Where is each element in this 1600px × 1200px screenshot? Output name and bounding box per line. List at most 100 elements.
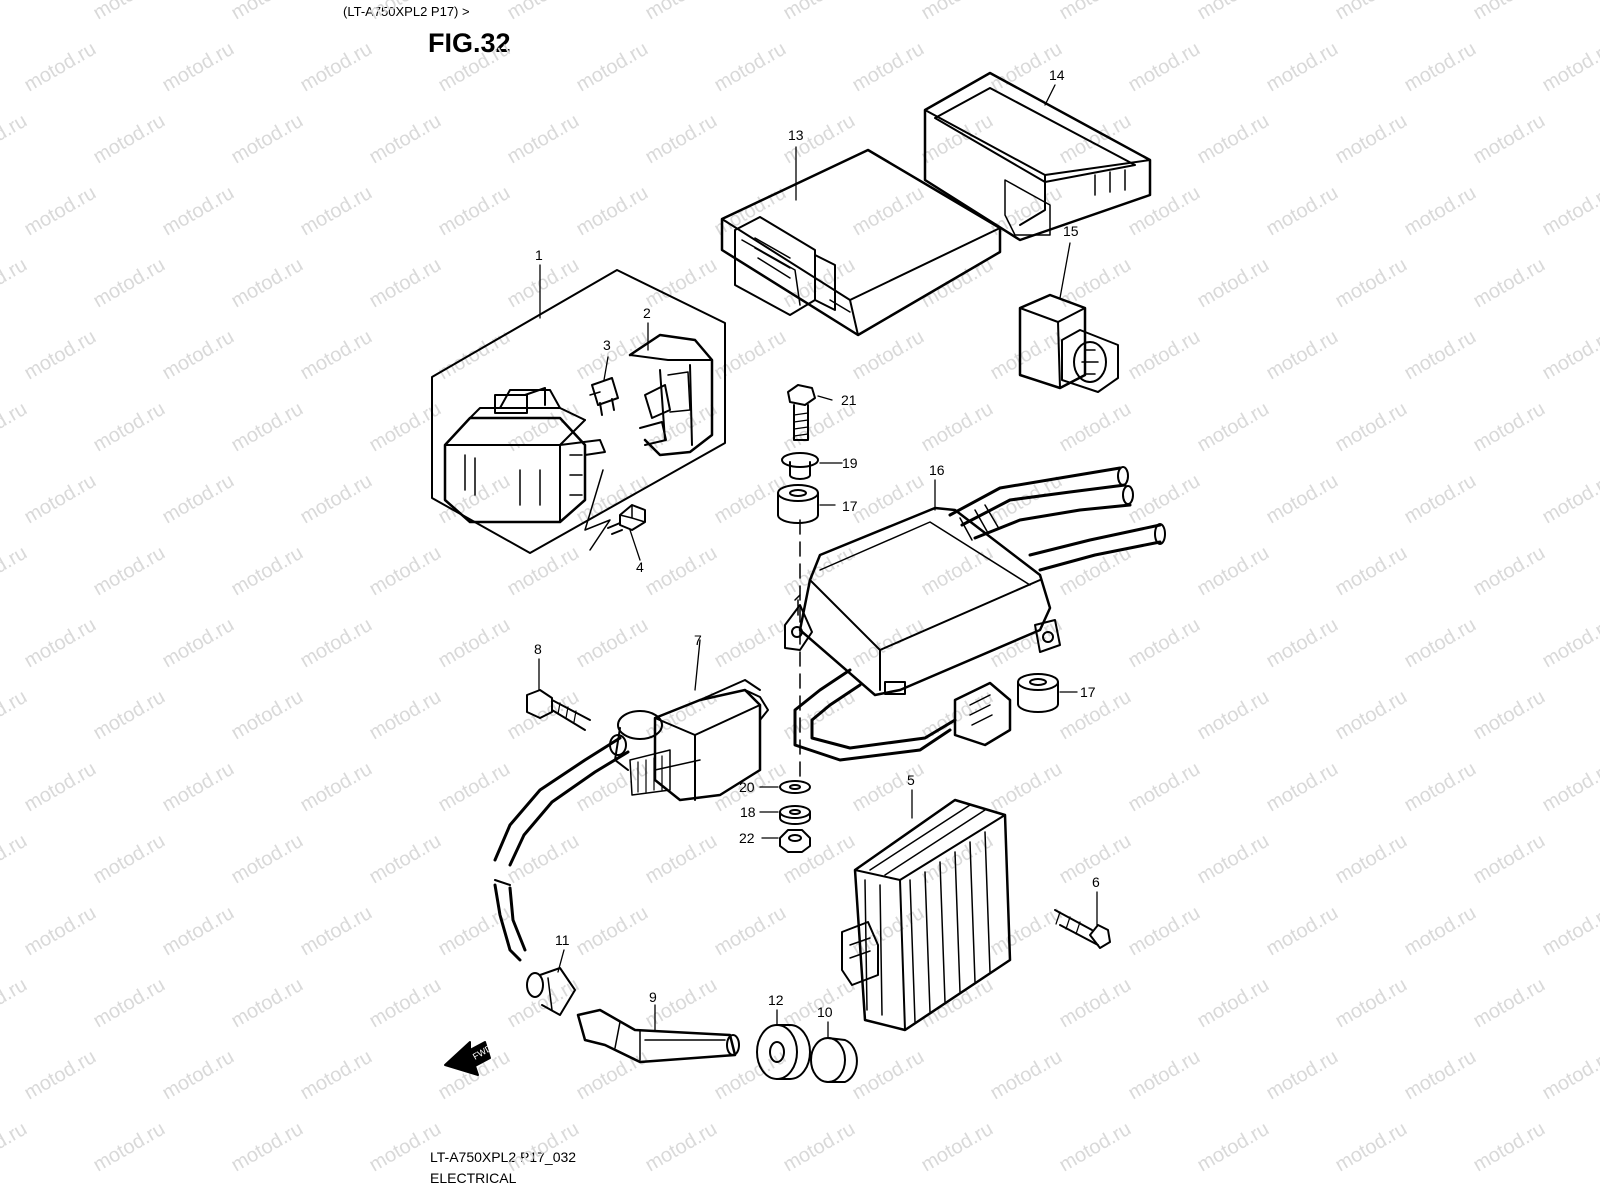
watermark-text: motod.ru xyxy=(297,38,376,97)
watermark-text: motod.ru xyxy=(504,110,583,169)
watermark-text: motod.ru xyxy=(573,902,652,961)
watermark-text: motod.ru xyxy=(366,1118,445,1177)
callout-9: 9 xyxy=(649,989,657,1005)
watermark-text: motod.ru xyxy=(849,614,928,673)
bolt-part-6 xyxy=(1054,909,1111,949)
watermark-text: motod.ru xyxy=(1401,902,1480,961)
watermark-text: motod.ru xyxy=(918,398,997,457)
watermark-text: motod.ru xyxy=(297,182,376,241)
watermark-text: motod.ru xyxy=(228,110,307,169)
watermark-text: motod.ru xyxy=(21,182,100,241)
grommet-part-17-lower xyxy=(1017,673,1059,713)
washer-part-20 xyxy=(779,780,811,794)
watermark-text: motod.ru xyxy=(21,38,100,97)
watermark-text: motod.ru xyxy=(366,974,445,1033)
watermark-text: motod.ru xyxy=(1470,254,1549,313)
watermark-text: motod.ru xyxy=(780,542,859,601)
watermark-text: motod.ru xyxy=(0,974,31,1033)
watermark-text: motod.ru xyxy=(435,38,514,97)
watermark-text: motod.ru xyxy=(1125,38,1204,97)
watermark-text: motod.ru xyxy=(21,470,100,529)
callout-14: 14 xyxy=(1049,67,1065,83)
callout-19: 19 xyxy=(842,455,858,471)
watermark-text: motod.ru xyxy=(1401,758,1480,817)
callout-7: 7 xyxy=(694,632,702,648)
watermark-text: motod.ru xyxy=(1401,1046,1480,1105)
watermark-text: motod.ru xyxy=(987,326,1066,385)
watermark-text: motod.ru xyxy=(0,830,31,889)
watermark-text: motod.ru xyxy=(90,1118,169,1177)
watermark-text: motod.ru xyxy=(1263,182,1342,241)
watermark-text: motod.ru xyxy=(504,686,583,745)
bolt-part-8 xyxy=(526,689,591,731)
screw-part-4 xyxy=(607,504,646,535)
watermark-text: motod.ru xyxy=(1194,686,1273,745)
watermark-text: motod.ru xyxy=(642,830,721,889)
watermark-text: motod.ru xyxy=(1470,542,1549,601)
cap-part-10 xyxy=(810,1037,858,1083)
watermark-text: motod.ru xyxy=(1401,326,1480,385)
watermark-text: motod.ru xyxy=(228,398,307,457)
watermark-text: motod.ru xyxy=(1263,326,1342,385)
watermark-text: motod.ru xyxy=(1470,830,1549,889)
callout-22: 22 xyxy=(739,830,755,846)
watermark-text: motod.ru xyxy=(1056,974,1135,1033)
spark-plug-cap-part-9 xyxy=(576,1008,740,1064)
watermark-text: motod.ru xyxy=(642,110,721,169)
watermark-text: motod.ru xyxy=(780,0,859,24)
watermark-text: motod.ru xyxy=(1539,1046,1600,1105)
watermark-text: motod.ru xyxy=(987,758,1066,817)
watermark-text: motod.ru xyxy=(504,0,583,24)
callout-12: 12 xyxy=(768,992,784,1008)
watermark-text: motod.ru xyxy=(297,614,376,673)
watermark-text: motod.ru xyxy=(0,110,31,169)
watermark-text: motod.ru xyxy=(228,830,307,889)
watermark-text: motod.ru xyxy=(1263,38,1342,97)
relay-cover-part-2 xyxy=(628,333,714,457)
watermark-text: motod.ru xyxy=(1056,254,1135,313)
watermark-text: motod.ru xyxy=(711,326,790,385)
watermark-text: motod.ru xyxy=(849,38,928,97)
watermark-text: motod.ru xyxy=(504,830,583,889)
watermark-text: motod.ru xyxy=(1470,398,1549,457)
figure-title: FIG.32 xyxy=(428,28,511,58)
callout-11: 11 xyxy=(555,932,570,948)
watermark-text: motod.ru xyxy=(1194,974,1273,1033)
watermark-text: motod.ru xyxy=(21,758,100,817)
fwd-direction-arrow: FWD xyxy=(444,1041,494,1076)
watermark-text: motod.ru xyxy=(90,542,169,601)
watermark-text: motod.ru xyxy=(573,38,652,97)
watermark-text: motod.ru xyxy=(90,686,169,745)
watermark-text: motod.ru xyxy=(1539,182,1600,241)
watermark-text: motod.ru xyxy=(366,0,445,24)
callout-4: 4 xyxy=(636,559,644,575)
watermark-text: motod.ru xyxy=(1401,614,1480,673)
model-tag: (LT-A750XPL2 P17) > xyxy=(343,4,470,19)
watermark-text: motod.ru xyxy=(1539,614,1600,673)
watermark-text: motod.ru xyxy=(1539,470,1600,529)
watermark-text: motod.ru xyxy=(1125,614,1204,673)
watermark-text: motod.ru xyxy=(228,542,307,601)
ecm-case-part-14 xyxy=(923,71,1152,242)
watermark-text: motod.ru xyxy=(90,254,169,313)
watermark-text: motod.ru xyxy=(228,974,307,1033)
watermark-text: motod.ru xyxy=(1470,110,1549,169)
watermark-text: motod.ru xyxy=(504,254,583,313)
watermark-text: motod.ru xyxy=(159,470,238,529)
watermark-text: motod.ru xyxy=(1539,758,1600,817)
watermark-text: motod.ru xyxy=(573,614,652,673)
watermark-text: motod.ru xyxy=(435,470,514,529)
watermark-text: motod.ru xyxy=(987,1046,1066,1105)
watermark-text: motod.ru xyxy=(849,758,928,817)
watermark-text: motod.ru xyxy=(366,254,445,313)
watermark-text: motod.ru xyxy=(573,326,652,385)
watermark-text: motod.ru xyxy=(228,686,307,745)
watermark-text: motod.ru xyxy=(228,1118,307,1177)
watermark-text: motod.ru xyxy=(1263,614,1342,673)
watermark-text: motod.ru xyxy=(21,1046,100,1105)
watermark-text: motod.ru xyxy=(642,0,721,24)
watermark-text: motod.ru xyxy=(1125,758,1204,817)
watermark-text: motod.ru xyxy=(849,1046,928,1105)
watermark-text: motod.ru xyxy=(918,1118,997,1177)
